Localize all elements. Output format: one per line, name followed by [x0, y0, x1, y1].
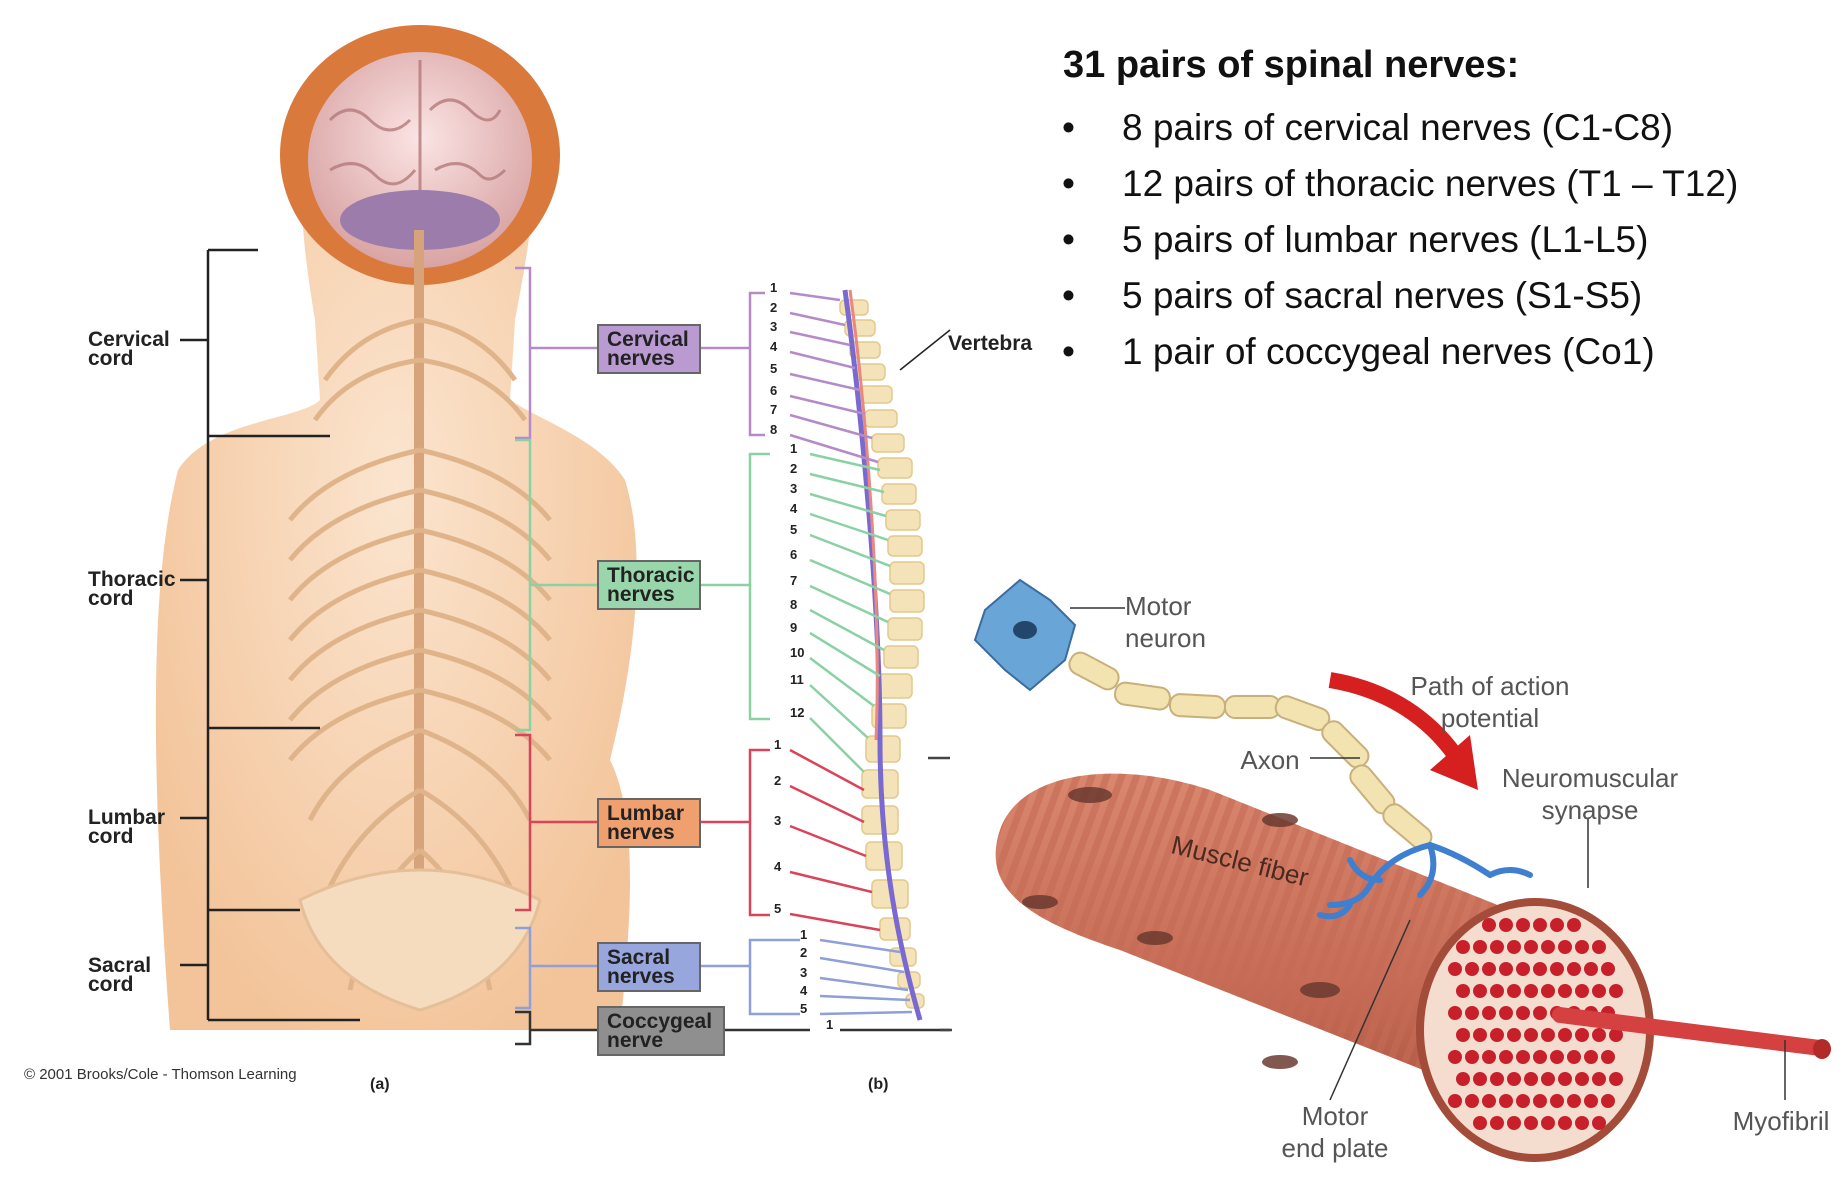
copyright-text: © 2001 Brooks/Cole - Thomson Learning: [24, 1066, 297, 1083]
thoracic-nerve-number: 8: [790, 597, 798, 612]
panel-a-label: (a): [370, 1076, 390, 1093]
nerve-brackets: [515, 266, 952, 1046]
cervical-nerves-box: Cervical nerves: [597, 324, 701, 374]
spinal-nerves-list: 8 pairs of cervical nerves (C1-C8)12 pai…: [1060, 100, 1840, 380]
lumbar-nerve-number: 4: [774, 859, 782, 874]
thoracic-nerve-number: 4: [790, 501, 798, 516]
thoracic-nerve-number: 11: [790, 672, 804, 687]
sacral-nerve-number: 5: [800, 1001, 808, 1016]
coccygeal-nerve-box: Coccygeal nerve: [597, 1006, 725, 1056]
myofibril-label: Myofibril: [1732, 1106, 1830, 1136]
cervical-nerve-number: 5: [770, 361, 778, 376]
lumbar-nerve-number: 5: [774, 901, 782, 916]
spinal-nerve-item: 12 pairs of thoracic nerves (T1 – T12): [1060, 156, 1840, 212]
cervical-nerve-number: 4: [770, 339, 778, 354]
spinal-nerve-item: 5 pairs of lumbar nerves (L1-L5): [1060, 212, 1840, 268]
spine-figure: [839, 289, 951, 1021]
spinal-nerve-item: 8 pairs of cervical nerves (C1-C8): [1060, 100, 1840, 156]
cervical-nerve-number: 6: [770, 383, 778, 398]
thoracic-nerve-number: 12: [790, 705, 805, 720]
cervical-nerve-number: 3: [770, 319, 778, 334]
thoracic-nerve-number: 7: [790, 573, 798, 588]
spinal-nerve-item: 5 pairs of sacral nerves (S1-S5): [1060, 268, 1840, 324]
action-potential-path-label: Path of action potential: [1410, 671, 1570, 733]
lumbar-nerve-number: 1: [774, 737, 782, 752]
cervical-nerve-number: 2: [770, 300, 778, 315]
lumbar-nerves-box: Lumbar nerves: [597, 798, 701, 848]
neuromuscular-synapse-label: Neuromuscular synapse: [1501, 763, 1679, 825]
sacral-nerves-box: Sacral nerves: [597, 942, 701, 992]
vertebra-label: Vertebra: [948, 332, 1033, 355]
thoracic-nerve-number: 2: [790, 461, 798, 476]
lumbar-cord-label: Lumbar cord: [88, 806, 166, 848]
cord-brackets: [180, 248, 360, 1022]
cervical-cord-label: Cervical cord: [88, 328, 170, 370]
lumbar-nerve-number: 2: [774, 773, 782, 788]
thoracic-nerve-number: 10: [790, 645, 805, 660]
sacral-nerve-number: 2: [800, 945, 808, 960]
thoracic-nerves-box: Thoracic nerves: [597, 560, 701, 610]
body-back-figure: [155, 25, 637, 1030]
thoracic-nerve-number: 9: [790, 620, 798, 635]
sacral-nerve-number: 1: [800, 927, 808, 942]
coccygeal-nerve-number: 1: [826, 1017, 834, 1032]
cervical-nerve-number: 8: [770, 422, 778, 437]
heading-text: 31 pairs of spinal nerves:: [1063, 44, 1520, 86]
motor-end-plate-label: Motor end plate: [1281, 1101, 1389, 1163]
lumbar-nerve-number: 3: [774, 813, 782, 828]
sacral-cord-label: Sacral cord: [88, 954, 152, 996]
spinal-nerve-item: 1 pair of coccygeal nerves (Co1): [1060, 324, 1840, 380]
muscle-fiber-figure: [973, 578, 1831, 1162]
panel-b-label: (b): [868, 1076, 889, 1093]
cervical-nerve-number: 7: [770, 402, 778, 417]
thoracic-nerve-number: 3: [790, 481, 798, 496]
spinal-nerves-heading: 31 pairs of spinal nerves:: [1063, 44, 1519, 93]
motor-neuron-label: Motor neuron: [1125, 591, 1206, 653]
thoracic-nerve-number: 1: [790, 441, 798, 456]
thoracic-cord-label: Thoracic cord: [88, 568, 176, 610]
thoracic-nerve-number: 6: [790, 547, 798, 562]
sacral-nerve-number: 3: [800, 965, 808, 980]
axon-label: Axon: [1240, 745, 1300, 775]
thoracic-nerve-number: 5: [790, 522, 798, 537]
sacral-nerve-number: 4: [800, 983, 808, 998]
cervical-nerve-number: 1: [770, 280, 778, 295]
